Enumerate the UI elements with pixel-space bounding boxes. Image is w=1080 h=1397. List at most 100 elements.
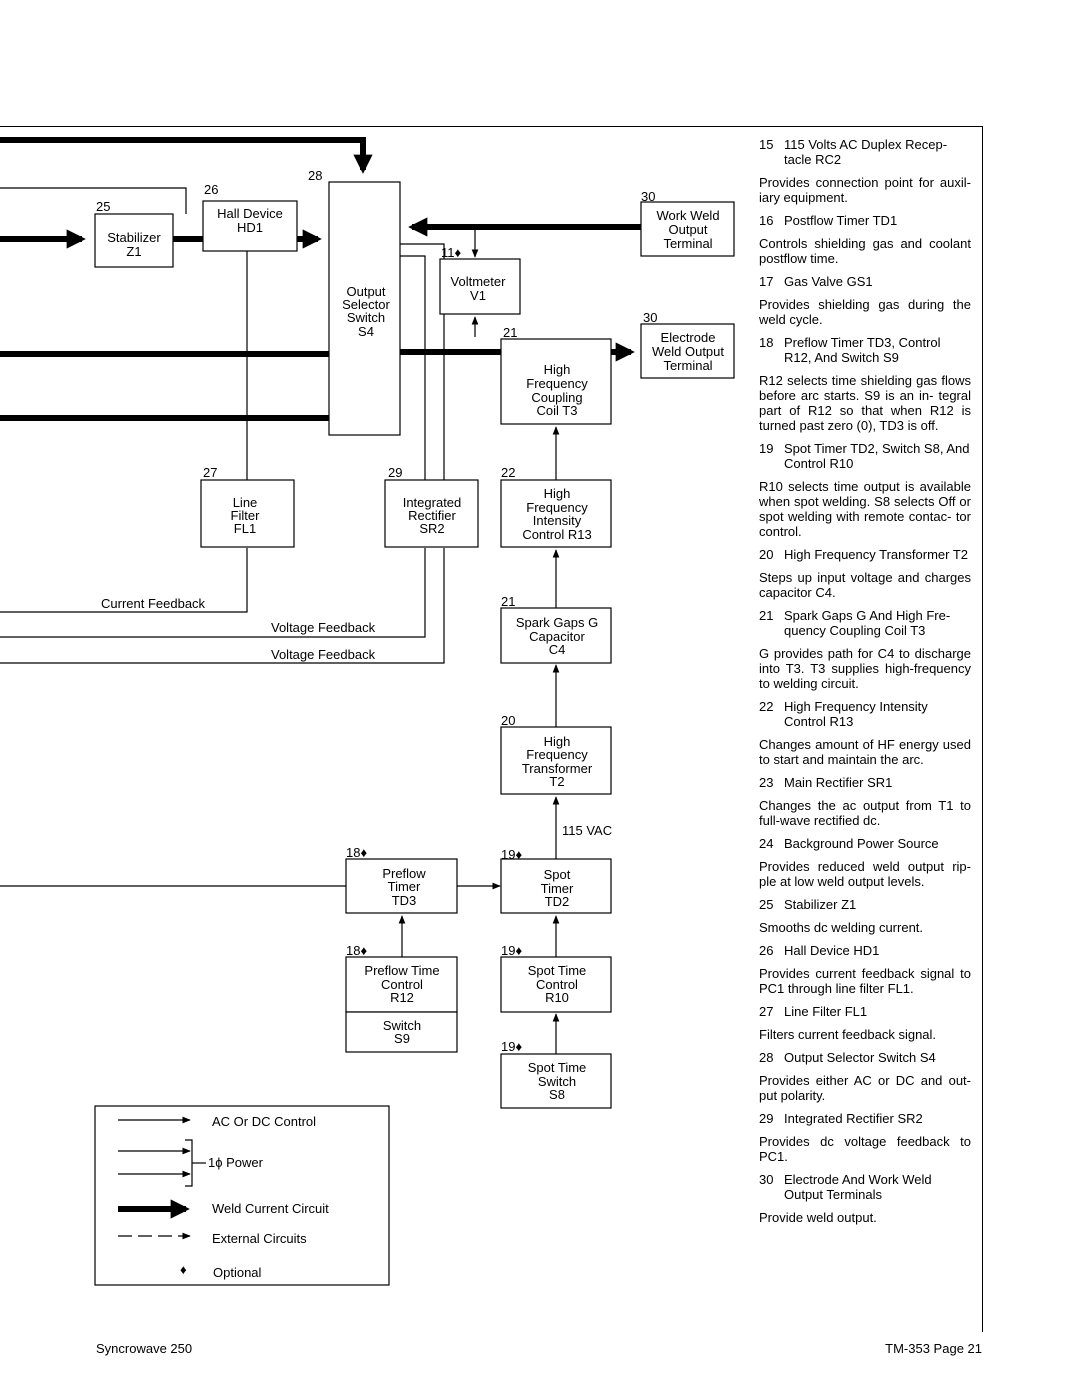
block-number: 25: [96, 199, 110, 214]
block-spark-gaps: 21 Spark Gaps G Capacitor C4: [500, 594, 612, 664]
svg-text:Stabilizer: Stabilizer: [107, 230, 161, 245]
legend-control: AC Or DC Control: [212, 1114, 316, 1129]
svg-text:R10: R10: [545, 990, 569, 1005]
svg-text:Preflow: Preflow: [382, 866, 426, 881]
description-body: Smooths dc welding current.: [759, 920, 924, 935]
block-electrode-terminal: 30 Electrode Weld Output Terminal: [640, 310, 735, 379]
voltage-feedback-label: Voltage Feedback: [271, 620, 376, 635]
svg-text:HD1: HD1: [237, 220, 263, 235]
svg-text:Spot: Spot: [544, 867, 571, 882]
svg-text:29: 29: [388, 465, 402, 480]
svg-text:21: 21: [503, 325, 517, 340]
description-number: 23: [759, 775, 774, 790]
description-item: 20 High Frequency Transformer T2 Steps up …: [759, 547, 971, 600]
svg-text:18♦: 18♦: [346, 943, 367, 958]
description-title: Hall Device HD1: [784, 943, 880, 958]
svg-text:Coil T3: Coil T3: [537, 403, 578, 418]
block-spot-timer: 19♦ Spot Timer TD2: [500, 847, 612, 914]
svg-text:30: 30: [641, 189, 655, 204]
description-heading: 20 High Frequency Transformer T2: [759, 547, 971, 562]
description-title: High Frequency Transformer T2: [784, 547, 968, 562]
svg-text:26: 26: [204, 182, 218, 197]
svg-text:Output: Output: [346, 284, 385, 299]
svg-text:High: High: [544, 486, 571, 501]
svg-text:FL1: FL1: [234, 521, 256, 536]
svg-text:High: High: [544, 362, 571, 377]
description-body: Provides current feedback signal to PC1 …: [759, 966, 971, 996]
description-heading: 17 Gas Valve GS1: [759, 274, 971, 289]
svg-text:Timer: Timer: [388, 879, 421, 894]
svg-text:Switch: Switch: [347, 310, 385, 325]
signal-lines: [0, 187, 560, 1054]
description-body: Provides either AC or DC and out- put po…: [759, 1073, 971, 1103]
description-title: Spark Gaps G And High Fre- quency Coupli…: [784, 608, 951, 638]
svg-text:Switch: Switch: [383, 1018, 421, 1033]
svg-text:S9: S9: [394, 1031, 410, 1046]
description-number: 29: [759, 1111, 774, 1126]
svg-text:TD3: TD3: [392, 893, 417, 908]
svg-text:SR2: SR2: [419, 521, 444, 536]
svg-text:Switch: Switch: [538, 1074, 576, 1089]
description-heading: 25 Stabilizer Z1: [759, 897, 971, 912]
description-title: Electrode And Work Weld Output Terminals: [784, 1172, 932, 1202]
svg-text:Rectifier: Rectifier: [408, 508, 456, 523]
svg-text:Integrated: Integrated: [403, 495, 462, 510]
page-frame: [0, 126, 983, 1332]
svg-text:Frequency: Frequency: [526, 500, 588, 515]
description-title: Postflow Timer TD1: [784, 213, 898, 228]
description-title: Stabilizer Z1: [784, 897, 857, 912]
description-body: G provides path for C4 to discharge into…: [759, 646, 971, 691]
svg-text:Control: Control: [381, 977, 423, 992]
legend-optional: Optional: [213, 1265, 262, 1280]
description-title: Gas Valve GS1: [784, 274, 873, 289]
description-title: Line Filter FL1: [784, 1004, 868, 1019]
svg-text:Coupling: Coupling: [531, 390, 582, 405]
description-number: 16: [759, 213, 774, 228]
svg-text:Terminal: Terminal: [663, 236, 712, 251]
svg-text:C4: C4: [549, 642, 566, 657]
block-output-selector: 28 Output Selector Switch S4: [308, 168, 401, 436]
block-hall-device: 26 Hall Device HD1: [202, 182, 298, 252]
description-number: 25: [759, 897, 774, 912]
description-number: 24: [759, 836, 774, 851]
legend-power: 1ϕ Power: [208, 1155, 264, 1170]
description-body: Provides dc voltage feedback to PC1.: [759, 1134, 971, 1164]
block-spot-switch: 19♦ Spot Time Switch S8: [500, 1039, 612, 1109]
description-number: 27: [759, 1004, 774, 1019]
svg-text:Terminal: Terminal: [663, 358, 712, 373]
block-work-terminal: 30 Work Weld Output Terminal: [640, 189, 735, 257]
block-stabilizer: 25 Stabilizer Z1: [94, 199, 174, 268]
svg-text:Timer: Timer: [541, 881, 574, 896]
svg-text:V1: V1: [470, 288, 486, 303]
svg-text:Frequency: Frequency: [526, 376, 588, 391]
svg-text:Transformer: Transformer: [522, 761, 593, 776]
description-number: 20: [759, 547, 774, 562]
svg-text:Z1: Z1: [126, 244, 141, 259]
block-hf-transformer: 20 High Frequency Transformer T2: [500, 713, 612, 795]
svg-text:Filter: Filter: [231, 508, 261, 523]
block-preflow-timer: 18♦ Preflow Timer TD3: [345, 845, 458, 914]
svg-text:Output: Output: [668, 222, 707, 237]
svg-text:Capacitor: Capacitor: [529, 629, 585, 644]
svg-text:Spark Gaps G: Spark Gaps G: [516, 615, 598, 630]
svg-text:Line: Line: [233, 495, 258, 510]
description-number: 17: [759, 274, 774, 289]
description-body: Steps up input voltage and charges capac…: [759, 570, 971, 600]
svg-text:19♦: 19♦: [501, 1039, 522, 1054]
